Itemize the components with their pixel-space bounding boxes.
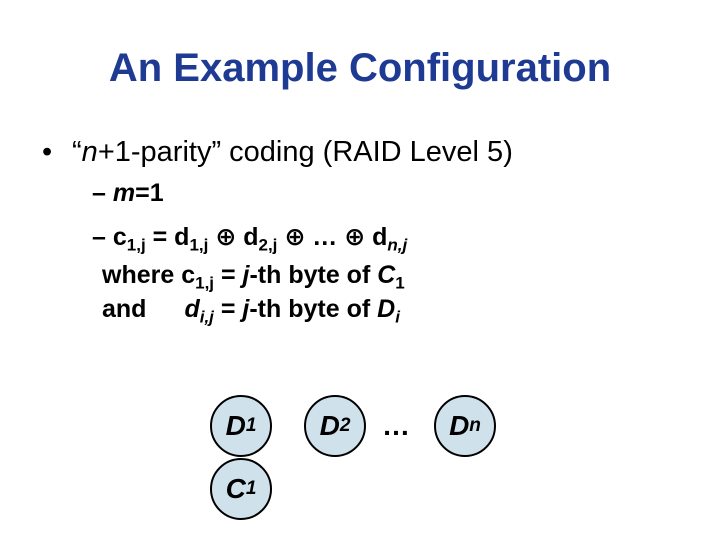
and-d-sub-text: i,j [199, 307, 214, 327]
where-j: j [242, 261, 250, 289]
quote-open: “ [72, 136, 82, 168]
and-d-sub: i,j [200, 307, 214, 326]
formula-d1: d [174, 223, 190, 251]
and-word: and [102, 295, 147, 323]
dash-marker: – [92, 223, 106, 251]
formula-c: c [112, 223, 127, 251]
and-line: and di,j = j-th byte of Di [102, 292, 400, 326]
where-C-sub: 1 [395, 273, 405, 293]
where-c-sub: 1,j [195, 273, 215, 293]
var-m: m [112, 179, 136, 207]
sub-bullet-m: – m=1 [92, 176, 164, 210]
where-C: C [377, 261, 396, 289]
and-mid: -th byte of [249, 295, 378, 323]
and-D-sub-text: i [395, 307, 400, 327]
and-D: D [377, 295, 396, 323]
slide-title: An Example Configuration [108, 46, 612, 90]
dash-marker: – [92, 179, 106, 207]
disk-dn-letter: D [449, 410, 470, 441]
where-prefix: where c [102, 261, 196, 289]
disk-ellipsis: … [382, 410, 410, 441]
disk-d1-letter: D [225, 410, 246, 441]
formula-c-sub: 1,j [126, 235, 146, 255]
where-eq: = [214, 261, 243, 289]
formula-xor1: ⊕ [208, 223, 244, 251]
bullet-parity-coding: • “n+1-parity” coding (RAID Level 5) [42, 132, 513, 172]
formula-d2-sub: 2,j [258, 235, 278, 255]
and-D-sub: i [395, 307, 400, 326]
disk-c1-letter: C [225, 473, 246, 504]
formula-d2: d [243, 223, 259, 251]
and-d: d [184, 295, 200, 323]
bullet-marker: • [42, 136, 53, 168]
and-eq: = [213, 295, 243, 323]
and-j: j [242, 295, 250, 323]
sub-bullet-formula: – c1,j = d1,j ⊕ d2,j ⊕ … ⊕ dn,j [92, 220, 407, 254]
var-n: n [81, 136, 98, 168]
disk-d2-letter: D [319, 410, 340, 441]
formula-dn-sub-text: n,j [387, 235, 408, 255]
formula-xor2: ⊕ … ⊕ [277, 223, 373, 251]
where-mid: -th byte of [249, 261, 378, 289]
formula-eq: = [145, 223, 175, 251]
formula-d1-sub: 1,j [189, 235, 209, 255]
where-line: where c1,j = j-th byte of C1 [102, 258, 405, 292]
m-value: =1 [135, 179, 164, 207]
formula-dn-sub: n,j [387, 235, 407, 254]
formula-dn: d [372, 223, 388, 251]
bullet-text: +1-parity” coding (RAID Level 5) [97, 136, 513, 168]
